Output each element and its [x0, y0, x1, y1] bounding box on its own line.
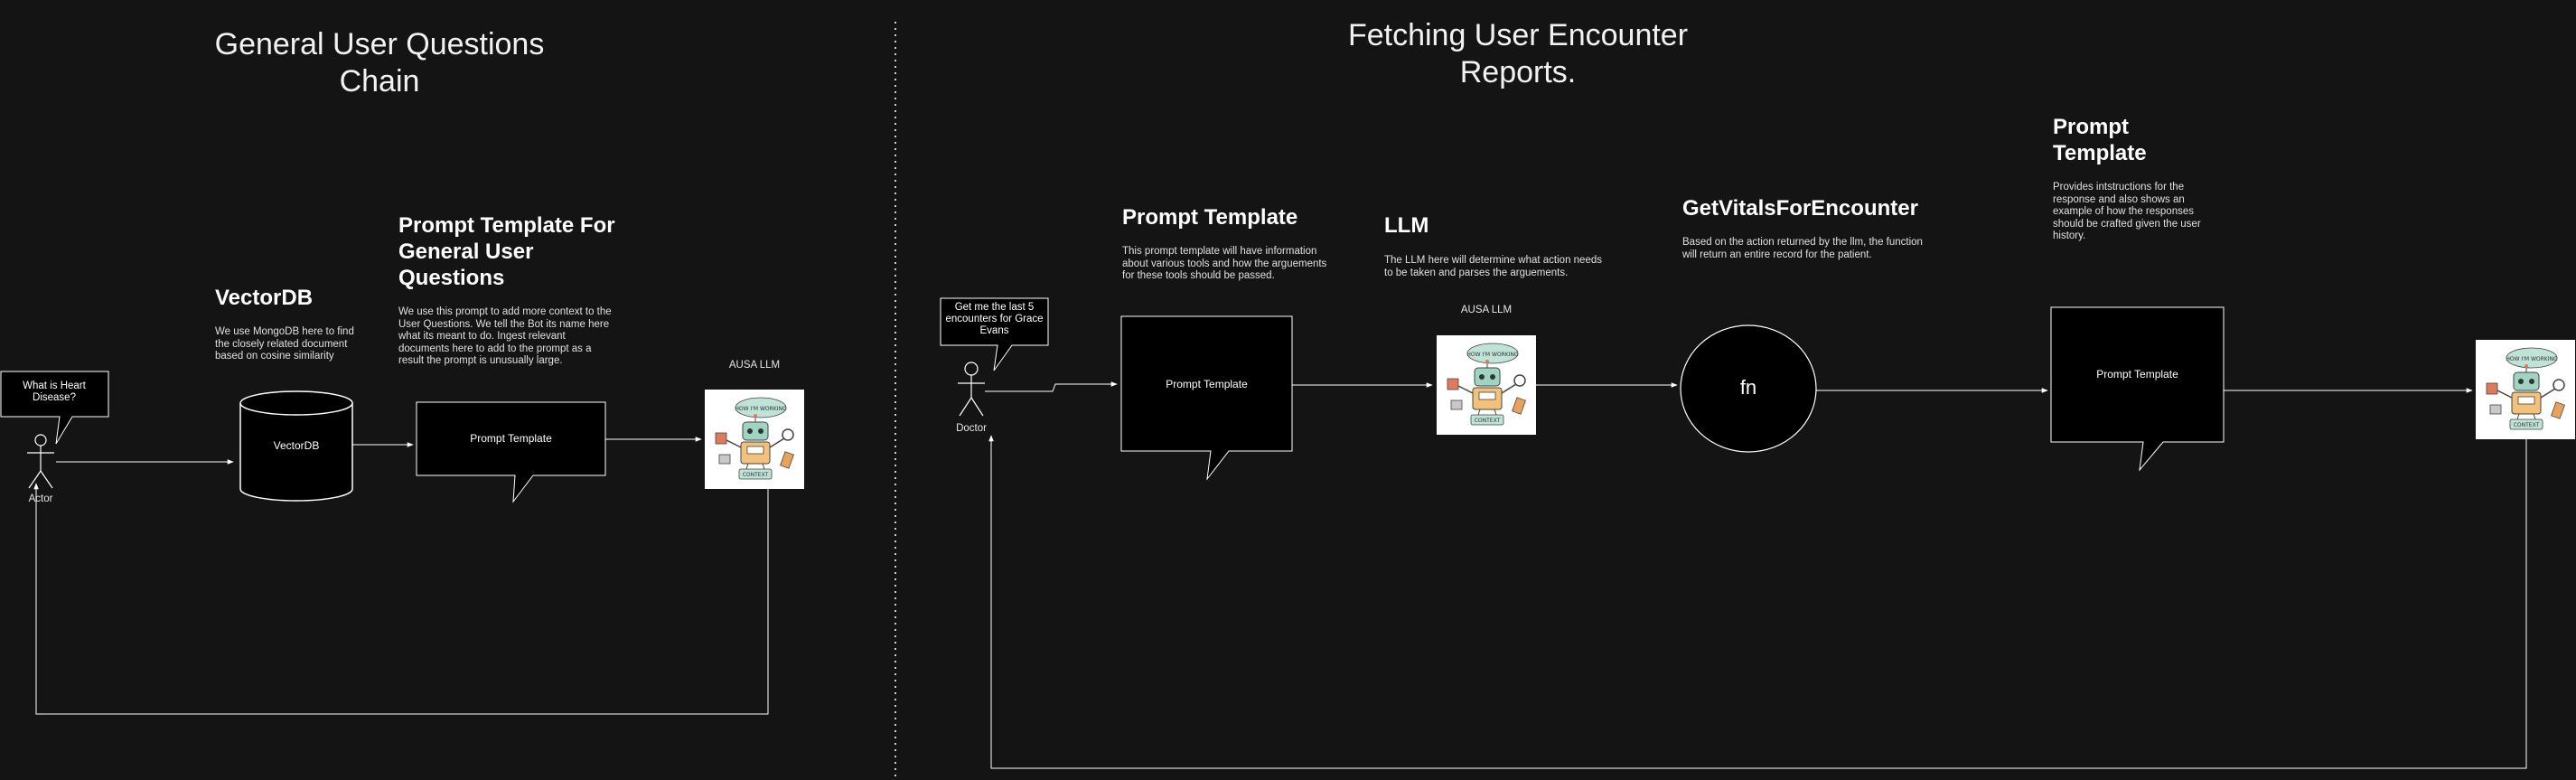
edge-doctor-to-prompt1	[985, 381, 1118, 392]
vectordb-description: We use MongoDB here to find the closely …	[215, 326, 354, 362]
doctor-figure	[958, 362, 985, 417]
left-llm-robot-image	[704, 389, 805, 490]
left-llm-label: AUSA LLM	[728, 360, 781, 371]
vectordb-cylinder	[239, 390, 353, 502]
right-llm-robot-image	[1436, 334, 1537, 436]
actor-label: Actor	[28, 493, 53, 504]
prompt2-box-label: Prompt Template	[2096, 368, 2178, 381]
left-prompt-description: We use this prompt to add more context t…	[398, 306, 612, 366]
doctor-label: Doctor	[956, 423, 987, 434]
right-final-llm-robot-image	[2475, 339, 2576, 440]
function-heading: GetVitalsForEncounter	[1682, 196, 1918, 221]
right-llm-label: AUSA LLM	[1460, 305, 1513, 315]
function-description: Based on the action returned by the llm,…	[1682, 237, 1923, 260]
llm-description: The LLM here will determine what action …	[1384, 255, 1602, 278]
prompt2-description: Provides intstructions for the response …	[2053, 182, 2201, 241]
right-section-title: Fetching User Encounter Reports.	[1347, 18, 1689, 89]
actor-speech-bubble	[0, 371, 109, 445]
prompt1-heading: Prompt Template	[1122, 205, 1298, 230]
prompt1-box-label: Prompt Template	[1166, 378, 1248, 390]
prompt1-description: This prompt template will have informati…	[1122, 246, 1327, 281]
right-prompt-template-1-callout	[1120, 315, 1293, 481]
left-prompt-template-callout	[416, 401, 606, 503]
fn-circle	[1680, 324, 1817, 453]
prompt2-heading: Prompt Template	[2053, 115, 2147, 165]
left-section-title: General User Questions Chain	[214, 27, 545, 99]
left-prompt-box-label: Prompt Template	[470, 432, 552, 445]
llm-heading: LLM	[1384, 213, 1429, 238]
right-prompt-template-2-callout	[2050, 306, 2225, 472]
doctor-speech-text: Get me the last 5 encounters for Grace E…	[945, 302, 1044, 336]
vectordb-cylinder-label: VectorDB	[273, 439, 320, 452]
left-prompt-heading: Prompt Template For General User Questio…	[398, 213, 615, 290]
fn-circle-label: fn	[1739, 376, 1757, 399]
edge-final-return-to-doctor	[988, 435, 2527, 769]
vectordb-heading: VectorDB	[215, 286, 314, 310]
actor-speech-text: What is Heart Disease?	[23, 381, 86, 403]
actor-figure	[27, 434, 54, 489]
edge-llm-return-to-actor	[33, 483, 769, 715]
doctor-speech-bubble	[940, 297, 1049, 371]
